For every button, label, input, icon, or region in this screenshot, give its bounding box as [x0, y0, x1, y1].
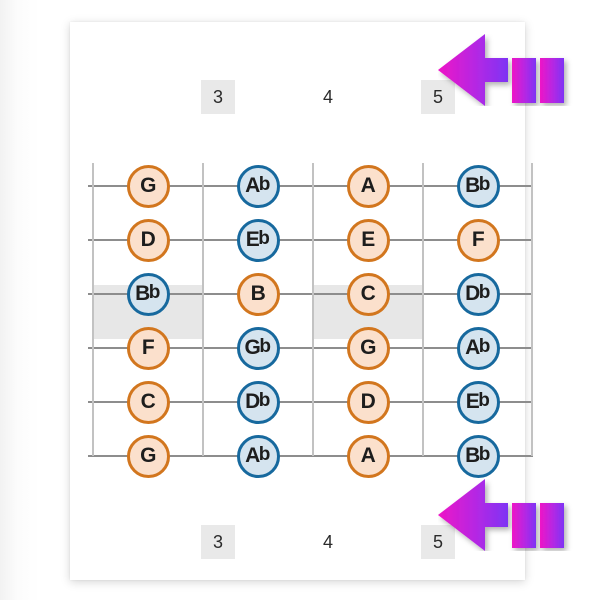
note-root-letter: E [465, 390, 480, 413]
note-marker-b-s3-c2[interactable]: B [236, 272, 280, 316]
note-root-letter: A [360, 174, 376, 197]
note-root-letter: G [360, 336, 376, 359]
note-root-letter: F [141, 336, 155, 359]
note-flat-symbol-icon: b [258, 390, 271, 411]
note-marker-a-s6-c3[interactable]: A [346, 434, 390, 478]
note-root-letter: D [140, 228, 156, 251]
top-cursor-arrow-icon [438, 34, 573, 106]
note-root-letter: D [465, 282, 480, 305]
fret-wire-5 [531, 163, 533, 456]
note-root-letter: C [140, 390, 156, 413]
note-root-letter: E [245, 228, 260, 251]
string-line-3 [88, 293, 533, 295]
note-flat-symbol-icon: b [478, 174, 491, 195]
string-line-2 [88, 239, 533, 241]
note-root-letter: F [471, 228, 485, 251]
note-root-letter: A [245, 174, 260, 197]
fret-number-bottom-5: 5 [421, 525, 455, 559]
note-flat-symbol-icon: b [478, 444, 491, 465]
note-root-letter: C [360, 282, 376, 305]
note-marker-e-s2-c3[interactable]: E [346, 218, 390, 262]
note-root-letter: G [140, 174, 156, 197]
note-root-letter: B [465, 174, 480, 197]
note-flat-symbol-icon: b [478, 390, 490, 411]
note-root-letter: B [135, 282, 150, 305]
note-flat-symbol-icon: b [258, 228, 270, 249]
note-root-letter: B [250, 282, 266, 305]
fret-number-bottom-3: 3 [201, 525, 235, 559]
note-flat-symbol-icon: b [478, 282, 491, 303]
fret-wire-3 [312, 163, 314, 456]
note-flat-symbol-icon: b [259, 336, 271, 357]
note-marker-c-s3-c3[interactable]: C [346, 272, 390, 316]
fret-number-row-top: 3 4 5 [70, 80, 525, 114]
fret-wire-2 [202, 163, 204, 456]
string-line-5 [88, 401, 533, 403]
fret-number-bottom-4: 4 [322, 532, 333, 552]
note-flat-symbol-icon: b [478, 336, 491, 357]
note-marker-c-s5-c1[interactable]: C [126, 380, 170, 424]
fret-number-row-bottom: 3 4 5 [70, 525, 525, 559]
string-line-4 [88, 347, 533, 349]
note-flat-symbol-icon: b [148, 282, 161, 303]
fret-wire-4 [422, 163, 424, 456]
string-line-1 [88, 185, 533, 187]
note-flat-symbol-icon: b [258, 174, 271, 195]
note-root-letter: B [465, 444, 480, 467]
note-root-letter: E [361, 228, 375, 251]
note-marker-d-s2-c1[interactable]: D [126, 218, 170, 262]
note-root-letter: G [244, 336, 261, 359]
string-line-6 [88, 455, 533, 457]
note-marker-g-s6-c1[interactable]: G [126, 434, 170, 478]
note-root-letter: D [360, 390, 376, 413]
note-marker-g-s4-c3[interactable]: G [346, 326, 390, 370]
note-root-letter: G [140, 444, 156, 467]
note-root-letter: A [245, 444, 260, 467]
note-marker-d-s5-c3[interactable]: D [346, 380, 390, 424]
bottom-cursor-arrow-icon [438, 479, 573, 551]
fret-number-top-5: 5 [421, 80, 455, 114]
note-marker-f-s2-c4[interactable]: F [456, 218, 500, 262]
note-marker-a-s1-c3[interactable]: A [346, 164, 390, 208]
fret-number-top-3: 3 [201, 80, 235, 114]
note-marker-f-s4-c1[interactable]: F [126, 326, 170, 370]
fret-number-top-4: 4 [322, 87, 333, 107]
note-marker-g-s1-c1[interactable]: G [126, 164, 170, 208]
note-flat-symbol-icon: b [258, 444, 271, 465]
note-root-letter: D [245, 390, 260, 413]
fret-wire-1 [92, 163, 94, 456]
note-root-letter: A [360, 444, 376, 467]
note-root-letter: A [465, 336, 480, 359]
